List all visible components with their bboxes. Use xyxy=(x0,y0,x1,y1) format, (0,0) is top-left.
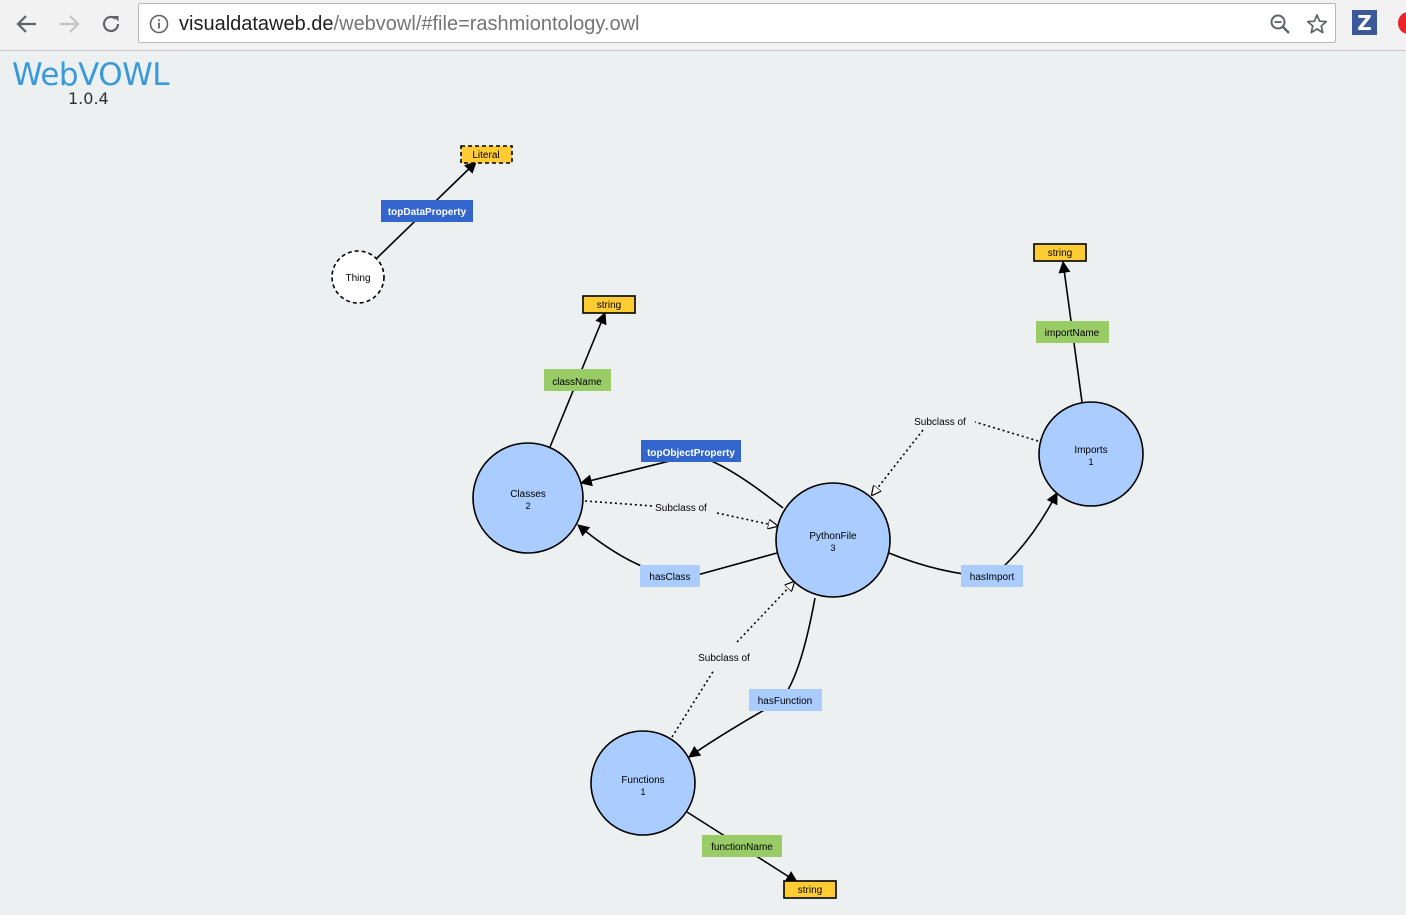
property-functionname-label: functionName xyxy=(711,842,773,853)
node-classes-count: 2 xyxy=(525,501,530,511)
edge-subclass-classes xyxy=(584,500,777,526)
node-thing[interactable]: Thing xyxy=(331,250,385,304)
property-hasfunction[interactable]: hasFunction xyxy=(749,689,822,711)
node-imports-label: Imports xyxy=(1074,445,1107,456)
node-functions-count: 1 xyxy=(640,787,645,797)
node-pythonfile[interactable]: PythonFile 3 xyxy=(775,482,891,598)
property-hasimport[interactable]: hasImport xyxy=(961,565,1023,587)
node-string-classname[interactable]: string xyxy=(582,295,636,314)
edge-hasimport xyxy=(888,491,1058,578)
subclass-label-functions[interactable]: Subclass of xyxy=(698,653,750,664)
back-arrow-icon xyxy=(16,15,36,33)
property-hasfunction-label: hasFunction xyxy=(758,696,812,707)
node-pythonfile-count: 3 xyxy=(830,543,835,553)
bookmark-star-icon[interactable] xyxy=(1304,11,1330,37)
property-classname[interactable]: className xyxy=(544,369,611,391)
node-functions[interactable]: Functions 1 xyxy=(590,730,696,836)
site-info-icon[interactable] xyxy=(148,13,170,35)
node-thing-label: Thing xyxy=(345,273,370,284)
property-importname[interactable]: importName xyxy=(1036,321,1109,343)
property-topobjectproperty[interactable]: topObjectProperty xyxy=(641,440,741,462)
node-classes-label: Classes xyxy=(510,489,546,500)
node-string-importname-label: string xyxy=(1048,248,1072,259)
property-hasclass[interactable]: hasClass xyxy=(640,565,700,587)
subclass-label-imports[interactable]: Subclass of xyxy=(914,417,966,428)
browser-toolbar: visualdataweb.de/webvowl/#file=rashmiont… xyxy=(0,0,1406,51)
node-string-classname-label: string xyxy=(597,300,621,311)
property-importname-label: importName xyxy=(1045,328,1100,339)
property-hasclass-label: hasClass xyxy=(649,572,690,583)
zotero-extension-icon[interactable]: Z xyxy=(1352,10,1377,35)
extension-label: Z xyxy=(1357,10,1372,35)
app-version: 1.0.4 xyxy=(68,89,109,108)
node-literal[interactable]: Literal xyxy=(460,145,513,164)
edge-hasfunction xyxy=(688,597,816,758)
back-button[interactable] xyxy=(10,8,44,40)
reload-button[interactable] xyxy=(94,8,128,40)
node-string-importname[interactable]: string xyxy=(1033,243,1087,262)
node-imports-count: 1 xyxy=(1088,457,1093,467)
edge-subclass-functions xyxy=(671,582,794,738)
app-title[interactable]: WebVOWL xyxy=(12,57,170,93)
node-string-functionname[interactable]: string xyxy=(783,880,837,899)
forward-arrow-icon xyxy=(60,15,80,33)
node-string-functionname-label: string xyxy=(798,885,822,896)
reload-icon xyxy=(102,15,120,33)
node-literal-label: Literal xyxy=(472,150,499,161)
node-imports[interactable]: Imports 1 xyxy=(1038,401,1144,507)
url-text[interactable]: visualdataweb.de/webvowl/#file=rashmiont… xyxy=(179,12,639,36)
property-functionname[interactable]: functionName xyxy=(702,835,782,857)
edge-topobjectproperty xyxy=(579,455,784,509)
node-functions-label: Functions xyxy=(621,775,664,786)
subclass-label-classes[interactable]: Subclass of xyxy=(655,503,707,514)
zoom-icon[interactable] xyxy=(1267,11,1293,37)
node-classes[interactable]: Classes 2 xyxy=(472,442,584,554)
property-topdataproperty[interactable]: topDataProperty xyxy=(381,200,473,222)
forward-button[interactable] xyxy=(52,8,86,40)
property-topdataproperty-label: topDataProperty xyxy=(388,207,467,218)
edge-subclass-imports xyxy=(872,421,1039,495)
url-host: visualdataweb.de xyxy=(179,13,334,35)
property-topobjectproperty-label: topObjectProperty xyxy=(647,448,735,459)
node-pythonfile-label: PythonFile xyxy=(809,531,857,542)
extension-icon[interactable] xyxy=(1398,12,1406,34)
url-path: /webvowl/#file=rashmiontology.owl xyxy=(333,13,640,35)
address-bar[interactable]: visualdataweb.de/webvowl/#file=rashmiont… xyxy=(138,3,1336,43)
property-hasimport-label: hasImport xyxy=(970,572,1015,583)
property-classname-label: className xyxy=(552,377,602,388)
